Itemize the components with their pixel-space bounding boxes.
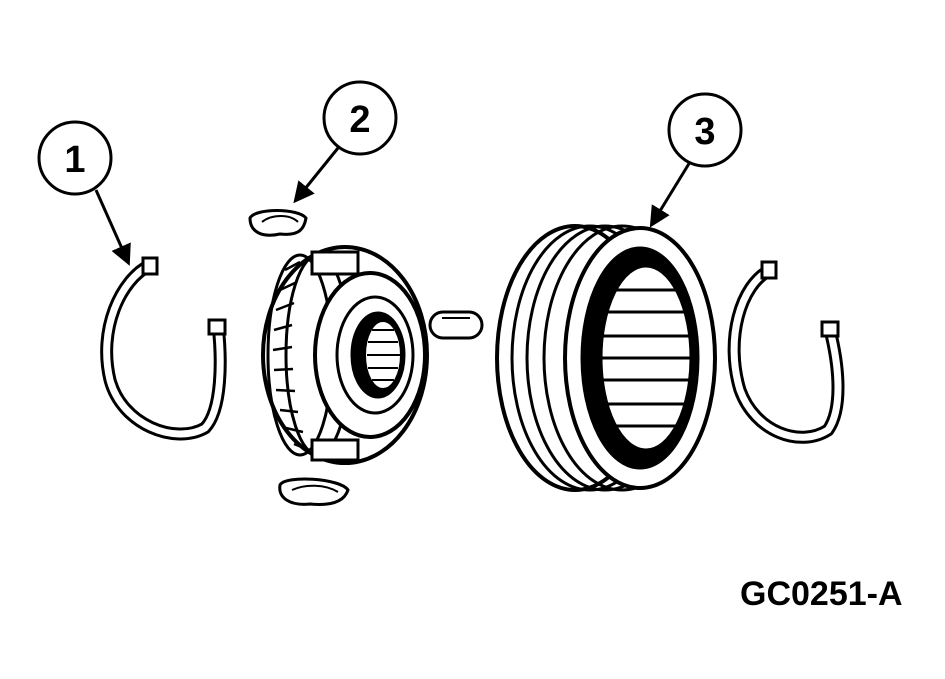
callout-3: 3 xyxy=(649,92,743,228)
figure-id-label: GC0251-A xyxy=(740,575,903,613)
snap-ring-left xyxy=(100,256,227,441)
callout-2: 2 xyxy=(293,80,398,204)
insert-key-right xyxy=(428,310,484,340)
callout-2-label: 2 xyxy=(349,99,370,141)
callout-3-label: 3 xyxy=(694,111,715,153)
callout-1: 1 xyxy=(37,120,131,266)
insert-key-top xyxy=(248,209,308,237)
insert-key-bottom xyxy=(278,477,350,506)
synchronizer-sleeve xyxy=(495,224,717,492)
snap-ring-right xyxy=(727,260,845,444)
synchronizer-hub xyxy=(261,245,429,465)
callout-1-label: 1 xyxy=(64,139,85,181)
